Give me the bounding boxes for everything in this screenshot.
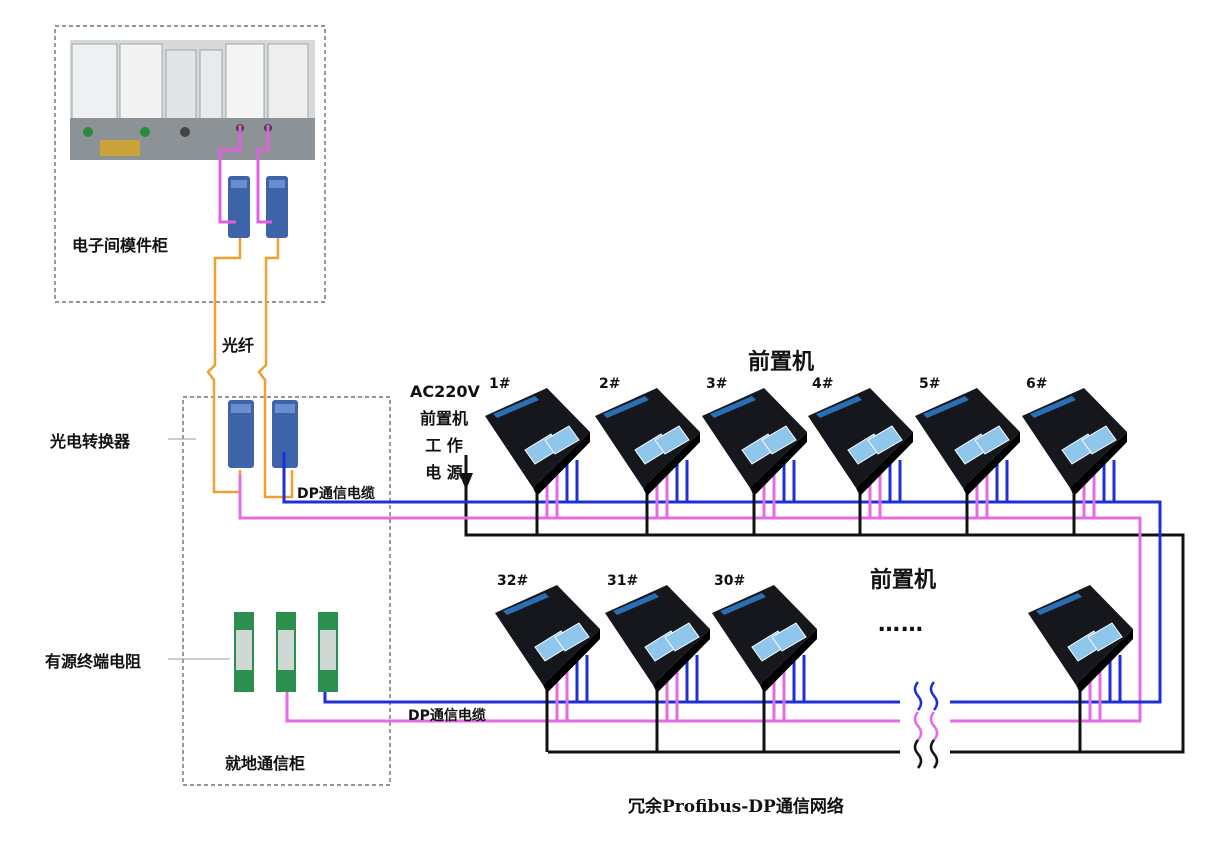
front-unit-top-2 xyxy=(595,388,700,496)
power-line-2: 前置机 xyxy=(419,409,468,428)
front-unit-label-top: 前置机 xyxy=(748,350,815,375)
front-unit-top-1 xyxy=(485,388,590,496)
unit-number-top-2: 2# xyxy=(599,376,621,392)
active-terminator-1 xyxy=(234,612,254,692)
unit-number-bottom-2: 31# xyxy=(607,573,639,589)
converter-label: 光电转换器 xyxy=(50,432,131,451)
power-bus xyxy=(464,455,1185,754)
front-unit-top-6 xyxy=(1022,388,1127,496)
front-unit-bottom-1 xyxy=(495,585,600,693)
unit-number-bottom-1: 32# xyxy=(497,573,529,589)
dp-cable-label-bottom: DP通信电缆 xyxy=(408,708,486,724)
electronics-cabinet-label: 电子间模件柜 xyxy=(72,236,169,255)
unit-number-top-6: 6# xyxy=(1026,376,1048,392)
front-unit-bottom-2 xyxy=(605,585,710,693)
unit-number-top-3: 3# xyxy=(706,376,728,392)
fiber-converter-local-1 xyxy=(228,400,254,468)
dp-pink-line xyxy=(238,475,1142,723)
module-rack-image xyxy=(70,40,315,160)
diagram-caption: 冗余Profibus-DP通信网络 xyxy=(628,797,844,817)
power-line-3: 工 作 xyxy=(425,436,463,455)
front-unit-label-bottom: 前置机 xyxy=(870,568,937,593)
power-line-4: 电 源 xyxy=(425,463,463,482)
front-unit-top-4 xyxy=(808,388,913,496)
local-cabinet-frame xyxy=(182,396,391,786)
active-terminator-3 xyxy=(318,612,338,692)
active-terminator-2 xyxy=(276,612,296,692)
dp-blue-line xyxy=(282,452,1162,704)
local-cabinet-label: 就地通信柜 xyxy=(225,754,306,773)
power-line-1: AC220V xyxy=(410,382,480,401)
unit-number-bottom-3: 30# xyxy=(714,573,746,589)
power-supply-label: AC220V 前置机 工 作 电 源 xyxy=(410,378,480,486)
fiber-converter-top-1 xyxy=(228,176,250,238)
unit-number-top-5: 5# xyxy=(919,376,941,392)
front-unit-bottom-last xyxy=(1028,585,1133,693)
electronics-cabinet-frame xyxy=(54,25,326,303)
fiber-converter-top-2 xyxy=(266,176,288,238)
unit-number-top-1: 1# xyxy=(489,376,511,392)
front-unit-bottom-3 xyxy=(712,585,817,693)
fiber-converter-local-2 xyxy=(272,400,298,468)
ellipsis-label: …… xyxy=(878,612,924,637)
front-unit-top-3 xyxy=(702,388,807,496)
front-unit-top-5 xyxy=(915,388,1020,496)
active-terminator-label: 有源终端电阻 xyxy=(45,652,142,671)
dp-cable-label-top: DP通信电缆 xyxy=(297,486,375,502)
fiber-label: 光纤 xyxy=(222,336,255,355)
unit-number-top-4: 4# xyxy=(812,376,834,392)
